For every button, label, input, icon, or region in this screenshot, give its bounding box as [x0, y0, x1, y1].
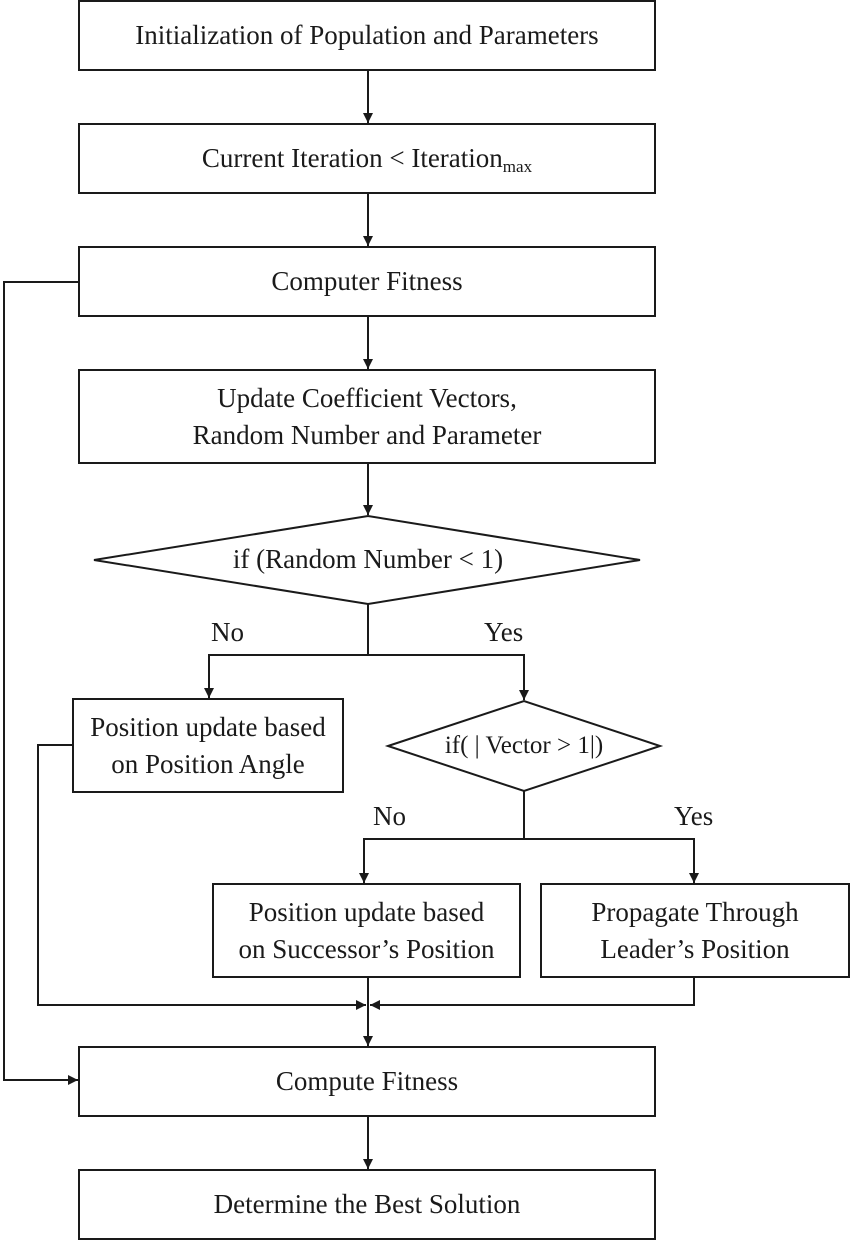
computer-fitness-text: Computer Fitness — [271, 266, 463, 296]
init-text: Initialization of Population and Paramet… — [135, 20, 599, 50]
label-random-yes: Yes — [484, 617, 524, 647]
decision-random-diamond — [93, 514, 641, 606]
label-vector-yes: Yes — [674, 801, 714, 831]
arrow-random-no — [204, 654, 368, 698]
arrow-leader-merge — [370, 977, 695, 1010]
arrow-vector-yes — [524, 838, 699, 883]
init-box: Initialization of Population and Paramet… — [78, 0, 656, 71]
arrow-vector-no — [359, 838, 524, 883]
update-coefficient-line1: Update Coefficient Vectors, — [217, 382, 517, 413]
decision-vector-diamond — [384, 699, 664, 793]
loop-check-text: Current Iteration < Iterationmax — [202, 140, 532, 177]
best-solution-box: Determine the Best Solution — [78, 1169, 656, 1240]
propagate-leader-line2: Leader’s Position — [600, 933, 790, 964]
position-angle-box: Position update based on Position Angle — [72, 698, 344, 793]
position-angle-line1: Position update based — [90, 711, 326, 742]
arrow-random-yes — [368, 654, 529, 700]
loop-check-subscript: max — [502, 157, 533, 176]
position-successor-box: Position update based on Successor’s Pos… — [212, 883, 521, 978]
compute-fitness-text: Compute Fitness — [275, 1066, 459, 1096]
update-coefficient-line2: Random Number and Parameter — [192, 419, 542, 450]
compute-fitness-box: Compute Fitness — [78, 1046, 656, 1117]
loop-check-prefix: Current Iteration < Iteration — [201, 143, 503, 173]
best-solution-text: Determine the Best Solution — [213, 1189, 521, 1219]
decision-random-text: if (Random Number < 1) — [232, 543, 504, 574]
propagate-leader-box: Propagate Through Leader’s Position — [540, 883, 850, 978]
position-successor-line2: on Successor’s Position — [238, 933, 495, 964]
position-angle-line2: on Position Angle — [111, 748, 305, 779]
position-successor-line1: Position update based — [248, 896, 485, 927]
arrow-loop-bypass — [3, 281, 78, 1085]
label-vector-no: No — [373, 801, 406, 831]
update-coefficient-box: Update Coefficient Vectors, Random Numbe… — [78, 369, 656, 464]
propagate-leader-line1: Propagate Through — [591, 896, 799, 927]
arrow-angle-merge — [37, 744, 366, 1010]
computer-fitness-box: Computer Fitness — [78, 246, 656, 317]
decision-vector-text: if( | Vector > 1|) — [444, 732, 604, 759]
loop-check-box: Current Iteration < Iterationmax — [78, 123, 656, 194]
label-random-no: No — [211, 617, 244, 647]
